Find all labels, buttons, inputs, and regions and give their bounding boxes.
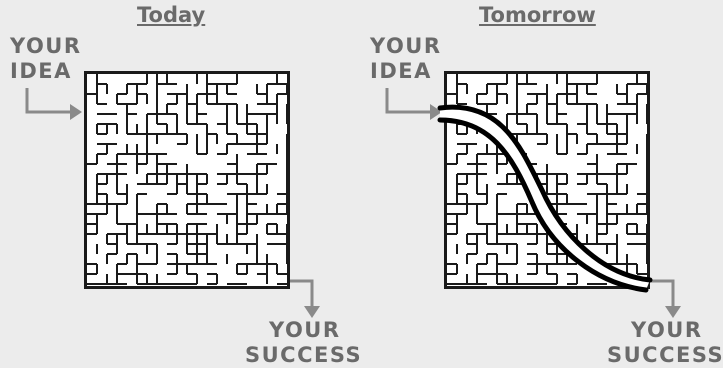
idea-label-line1: YOUR: [10, 34, 82, 58]
exit-arrow-right: [649, 279, 675, 306]
idea-label-line2: IDEA: [10, 59, 72, 83]
today-title: Today: [137, 3, 206, 27]
exit-arrowhead-left: [304, 306, 320, 318]
tomorrow-title: Tomorrow: [479, 3, 596, 27]
success-label-line2: SUCCESS: [245, 343, 363, 367]
path-upper-edge: [437, 104, 653, 283]
maze-walls-today: [87, 74, 288, 285]
entry-arrowhead-right: [430, 104, 442, 120]
path-lower-edge: [437, 117, 649, 293]
entry-arrow-right: [385, 88, 430, 114]
success-label-line1: YOUR: [269, 318, 341, 342]
arrows-right: [385, 88, 681, 318]
maze-today: [84, 71, 290, 289]
exit-arrow-left: [288, 279, 314, 306]
entry-arrowhead-left: [70, 104, 82, 120]
success-label-line2: SUCCESS: [607, 343, 723, 367]
tomorrow-panel: Tomorrow YOUR IDEA YOUR SUCCESS: [362, 0, 723, 368]
success-label-left: YOUR SUCCESS: [245, 318, 362, 368]
arrows-left: [25, 88, 320, 318]
maze-tomorrow: [444, 71, 650, 289]
idea-label-right: YOUR IDEA: [370, 34, 442, 84]
idea-label-line2: IDEA: [370, 59, 432, 83]
exit-arrowhead-right: [665, 306, 681, 318]
entry-arrow-left: [25, 88, 70, 114]
idea-label-line1: YOUR: [370, 34, 442, 58]
shortcut-path: [437, 104, 653, 293]
success-label-right: YOUR SUCCESS: [607, 318, 723, 368]
today-panel: Today YOUR IDEA YOUR SUCCESS: [0, 0, 362, 368]
success-label-line1: YOUR: [631, 318, 703, 342]
idea-label-left: YOUR IDEA: [10, 34, 82, 84]
